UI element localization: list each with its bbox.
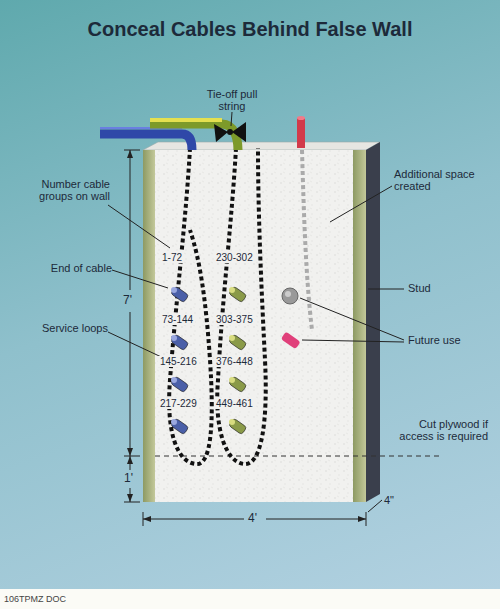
- callout-label: Stud: [408, 282, 431, 294]
- cable-group-number: 73-144: [160, 314, 195, 325]
- cable-group-number: 303-375: [214, 314, 255, 325]
- callout-label: Tie-off pull string: [196, 88, 268, 113]
- callout-label: End of cable: [40, 262, 112, 274]
- footer-strip: [0, 589, 500, 609]
- callout-label: Cut plywood if access is required: [384, 418, 488, 443]
- cable-group-number: 217-229: [158, 398, 199, 409]
- callout-label: Additional space created: [394, 168, 486, 193]
- cable-group-number: 230-302: [214, 252, 255, 263]
- dimension: 1': [124, 472, 133, 485]
- cable-group-number: 449-461: [214, 398, 255, 409]
- callout-label: Future use: [408, 334, 461, 346]
- dimension: 7': [123, 294, 132, 307]
- footer-code: 106TPMZ DOC: [4, 594, 66, 604]
- cable-group-number: 1-72: [160, 252, 184, 263]
- callout-label: Service loops: [36, 322, 108, 334]
- dimension: 4': [248, 512, 257, 525]
- cable-group-number: 376-448: [214, 356, 255, 367]
- title: Conceal Cables Behind False Wall: [0, 18, 500, 40]
- callout-label: Number cable groups on wall: [30, 178, 110, 203]
- dimension: 4": [384, 494, 394, 506]
- cable-group-number: 145-216: [158, 356, 199, 367]
